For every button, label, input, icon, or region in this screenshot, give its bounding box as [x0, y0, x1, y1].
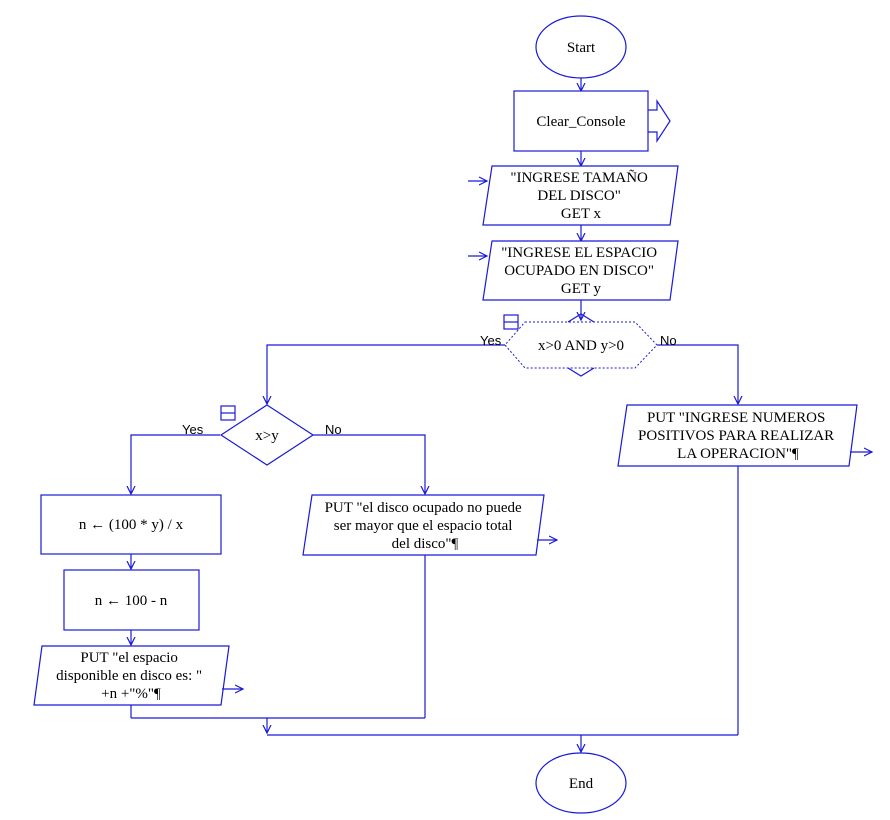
input-x-node[interactable]: "INGRESE TAMAÑO DEL DISCO" GET x	[468, 165, 679, 226]
input-y-line-1: "INGRESE EL ESPACIO	[501, 245, 657, 261]
put-result-node[interactable]: PUT "el espacio disponible en disco es: …	[33, 645, 243, 706]
put-error-positive-text: PUT "INGRESE NUMEROS POSITIVOS PARA REAL…	[638, 410, 838, 462]
put-error-size-text: PUT "el disco ocupado no puede ser mayor…	[325, 500, 526, 552]
decision-xy-yes-label: Yes	[182, 422, 204, 437]
decision-main-no-label: No	[660, 333, 677, 348]
input-x-line-1: "INGRESE TAMAÑO	[510, 170, 648, 186]
input-x-line-3: GET x	[561, 206, 602, 222]
decision-top-notch	[567, 313, 595, 323]
decision-main-label: x>0 AND y>0	[538, 338, 624, 354]
collapse-toggle-main[interactable]	[503, 314, 519, 330]
put-error-size-node[interactable]: PUT "el disco ocupado no puede ser mayor…	[302, 494, 557, 556]
edge-xy-yes	[131, 434, 220, 494]
put-error-positive-line-2: POSITIVOS PARA REALIZAR	[638, 428, 834, 444]
end-label: End	[569, 776, 594, 792]
put-error-size-line-3: del disco"¶	[392, 536, 459, 552]
assign-n2-node[interactable]: n ← 100 - n	[63, 569, 200, 631]
decision-xy-no-label: No	[325, 422, 342, 437]
input-x-line-2: DEL DISCO"	[537, 188, 620, 204]
edge-xy-no	[312, 434, 425, 494]
decision-xy-node[interactable]: x>y	[219, 404, 315, 466]
put-result-line-2: disponible en disco es: "	[56, 668, 202, 684]
edge-main-yes	[267, 344, 505, 404]
connectors	[131, 78, 738, 752]
input-x-text: "INGRESE TAMAÑO DEL DISCO" GET x	[510, 170, 651, 222]
collapse-toggle-xy[interactable]	[220, 405, 236, 421]
assign-n1-label: n ← (100 * y) / x	[79, 517, 184, 533]
input-y-line-3: GET y	[561, 281, 602, 297]
decision-main-yes-label: Yes	[480, 333, 502, 348]
start-node[interactable]: Start	[535, 15, 627, 79]
put-error-size-line-1: PUT "el disco ocupado no puede	[325, 500, 522, 516]
decision-bottom-notch	[567, 367, 595, 377]
decision-main-node[interactable]: x>0 AND y>0	[504, 313, 658, 377]
decision-xy-label: x>y	[255, 428, 279, 444]
edge-main-no	[657, 344, 738, 404]
clear-console-label: Clear_Console	[536, 114, 625, 130]
assign-n1-node[interactable]: n ← (100 * y) / x	[40, 494, 222, 555]
put-result-line-1: PUT "el espacio	[80, 650, 178, 666]
put-error-positive-node[interactable]: PUT "INGRESE NUMEROS POSITIVOS PARA REAL…	[617, 404, 872, 467]
call-arrow-icon	[648, 98, 671, 144]
put-error-positive-line-1: PUT "INGRESE NUMEROS	[647, 410, 825, 426]
put-result-line-3: +n +"%"¶	[101, 686, 161, 702]
start-label: Start	[567, 40, 596, 56]
input-y-node[interactable]: "INGRESE EL ESPACIO OCUPADO EN DISCO" GE…	[468, 240, 679, 301]
input-y-text: "INGRESE EL ESPACIO OCUPADO EN DISCO" GE…	[501, 245, 661, 297]
put-error-positive-line-3: LA OPERACION"¶	[677, 446, 799, 462]
end-node[interactable]: End	[535, 752, 627, 814]
input-y-line-2: OCUPADO EN DISCO"	[504, 263, 654, 279]
clear-console-node[interactable]: Clear_Console	[513, 90, 671, 152]
put-error-size-line-2: ser mayor que el espacio total	[334, 518, 513, 534]
put-result-text: PUT "el espacio disponible en disco es: …	[56, 650, 206, 702]
assign-n2-label: n ← 100 - n	[95, 593, 168, 609]
